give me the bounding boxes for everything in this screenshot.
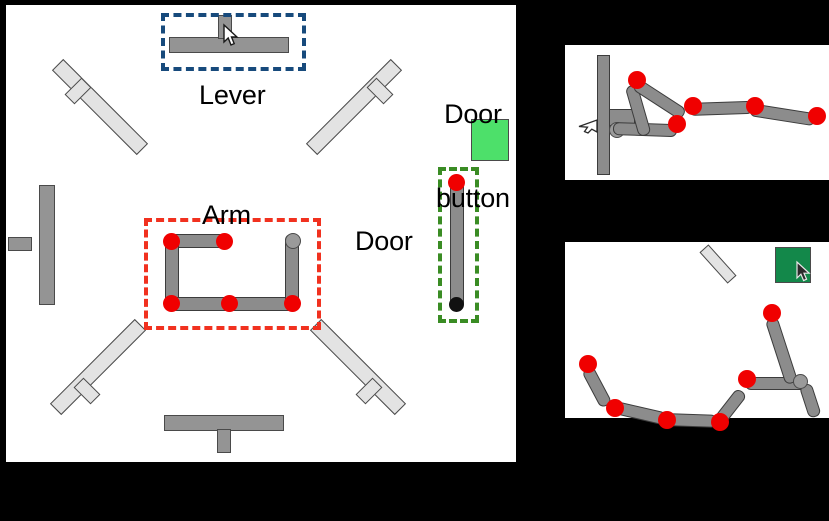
lever-bottom-stem[interactable] [217, 429, 231, 453]
arm-joint-4[interactable] [221, 295, 238, 312]
door-button[interactable] [471, 119, 509, 161]
br-lever-bar[interactable] [699, 244, 737, 284]
door-button-label-line2: button [436, 183, 510, 214]
lever-label: Lever [199, 80, 266, 110]
br-arm-link-6[interactable] [764, 316, 799, 386]
br-arm-joint-5[interactable] [738, 370, 756, 388]
lever-left-bar[interactable] [39, 185, 55, 305]
tr-arm-joint-5[interactable] [808, 107, 826, 125]
simulation-arena[interactable]: Lever Arm Door [6, 5, 516, 462]
lever-top-left-bar[interactable] [51, 58, 149, 156]
tr-arm-joint-1[interactable] [628, 71, 646, 89]
arm-label: Arm [202, 200, 251, 230]
door-label: Door [355, 226, 413, 256]
lever-bottom-right-bar[interactable] [309, 318, 407, 416]
lever-bottom-left[interactable] [38, 307, 158, 427]
door-hinge[interactable] [448, 174, 465, 191]
br-arm-joint-2[interactable] [606, 399, 624, 417]
arm-joint-2[interactable] [216, 233, 233, 250]
lever-bottom-left-stem[interactable] [73, 377, 101, 405]
arm-joint-1[interactable] [163, 233, 180, 250]
arm-reach-view[interactable] [565, 45, 829, 180]
arm-goal-view[interactable] [565, 242, 829, 431]
door-button-label: Door button [436, 44, 510, 269]
arm-joint-5[interactable] [284, 295, 301, 312]
tr-arm-joint-4[interactable] [746, 97, 764, 115]
lever-left-stem[interactable] [8, 237, 32, 251]
lever-bottom-left-bar[interactable] [49, 318, 147, 416]
arm-highlight-box [144, 218, 321, 330]
arm-gripper-tip[interactable] [285, 233, 301, 249]
lever-top-right-bar[interactable] [305, 58, 403, 156]
br-arm-wrist-pivot[interactable] [793, 374, 808, 389]
door-tip [449, 297, 464, 312]
arm-joint-3[interactable] [163, 295, 180, 312]
br-arm-joint-3[interactable] [658, 411, 676, 429]
br-arm-joint-6[interactable] [763, 304, 781, 322]
tr-arm-joint-3[interactable] [684, 97, 702, 115]
lever-top-right[interactable] [294, 47, 414, 167]
lever-top-left[interactable] [44, 47, 164, 167]
br-arm-joint-1[interactable] [579, 355, 597, 373]
br-arm-joint-4[interactable] [711, 413, 729, 431]
lever-highlight-box [161, 13, 306, 71]
door-button-label-line1: Door [444, 99, 502, 130]
tr-arm-joint-2[interactable] [668, 115, 686, 133]
door-highlight-box [438, 167, 479, 323]
